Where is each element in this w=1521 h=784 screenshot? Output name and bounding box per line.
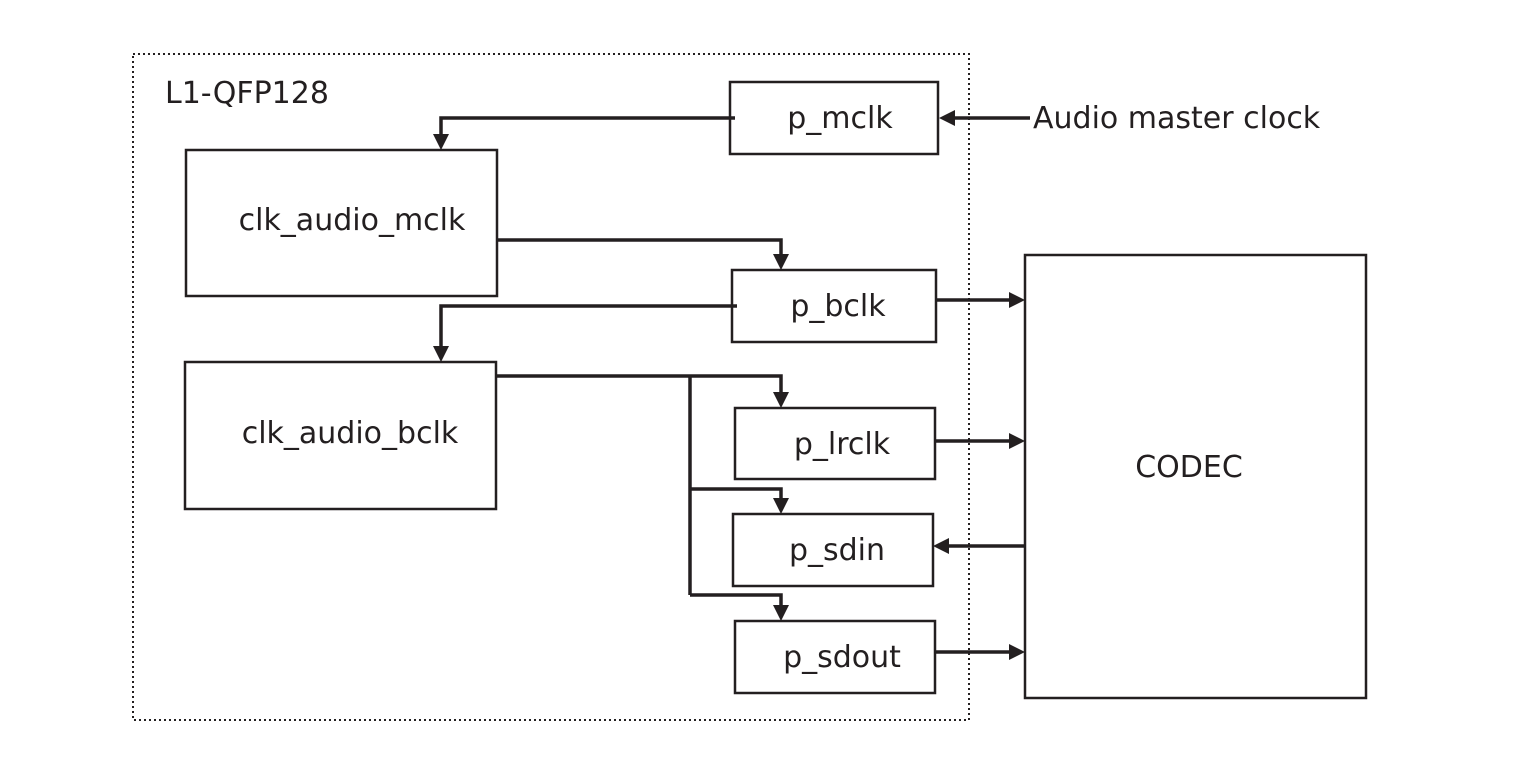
pin-p-lrclk: p_lrclk [733, 406, 937, 481]
audio-master-clock-label: Audio master clock [1033, 101, 1321, 136]
wire-p-bclk-to-codec [936, 292, 1025, 308]
wire-bus-to-p-sdout [690, 593, 789, 621]
pin-p-bclk-label: p_bclk [790, 289, 886, 324]
pin-p-sdin-label: p_sdin [789, 533, 885, 568]
wire-p-bclk-to-clk-audio-bclk [433, 304, 737, 362]
chip-boundary [132, 53, 970, 721]
clk-audio-mclk-block: clk_audio_mclk [184, 148, 499, 298]
pin-p-sdout-label: p_sdout [783, 640, 901, 675]
wire-bus-to-p-sdin [690, 487, 789, 514]
pin-p-lrclk-label: p_lrclk [794, 427, 891, 462]
wire-master-clock-to-p-mclk [939, 110, 1030, 126]
wire-clk-audio-bclk-bus [496, 374, 789, 595]
chip-label: L1-QFP128 [165, 76, 329, 111]
clk-audio-bclk-label: clk_audio_bclk [242, 416, 459, 451]
wire-p-lrclk-to-codec [935, 433, 1025, 449]
clk-audio-mclk-label: clk_audio_mclk [239, 203, 466, 238]
wire-codec-to-p-sdin [933, 538, 1025, 554]
pin-p-sdout: p_sdout [733, 619, 937, 695]
wire-clk-audio-mclk-to-p-bclk [497, 238, 789, 270]
wire-p-sdout-to-codec [935, 644, 1025, 660]
pin-p-sdin: p_sdin [731, 512, 935, 588]
pin-p-mclk: p_mclk [728, 80, 940, 156]
pin-p-bclk: p_bclk [730, 268, 938, 344]
codec-label: CODEC [1135, 450, 1243, 485]
wire-p-mclk-to-clk-audio-mclk [433, 116, 735, 150]
clk-audio-bclk-block: clk_audio_bclk [183, 360, 498, 511]
codec-block: CODEC [1023, 253, 1368, 700]
pin-p-mclk-label: p_mclk [787, 101, 893, 136]
